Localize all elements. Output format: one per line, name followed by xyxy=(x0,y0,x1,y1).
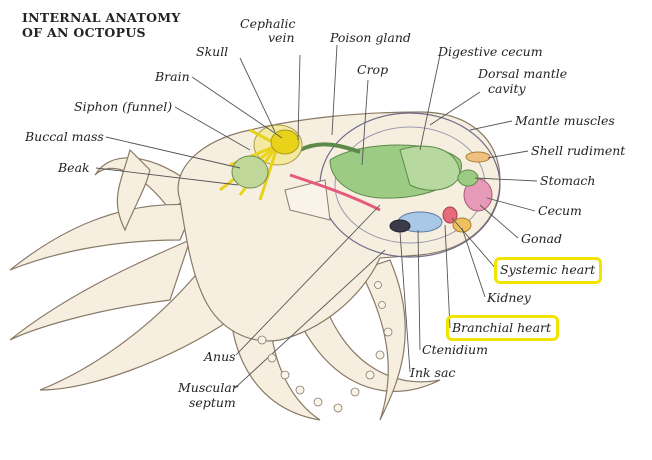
systemic-heart-shape xyxy=(442,206,458,224)
label-skull: Skull xyxy=(196,44,229,59)
ink-sac-shape xyxy=(389,219,411,233)
label-cephalic-vein-2: vein xyxy=(268,30,295,45)
esophagus xyxy=(299,142,361,154)
label-cecum: Cecum xyxy=(538,203,582,218)
leader-lines xyxy=(95,44,538,389)
poison-gland-duct xyxy=(289,173,381,212)
label-branchial-heart: Branchial heart xyxy=(452,320,552,335)
shell-rudiment-shape xyxy=(465,151,491,163)
brain-shape xyxy=(270,129,300,155)
label-systemic-heart: Systemic heart xyxy=(500,262,596,277)
highlight-branchial-heart xyxy=(446,315,559,341)
diagram-title-line1: INTERNAL ANATOMY xyxy=(22,10,181,25)
label-beak: Beak xyxy=(58,160,90,175)
label-muscular-septum-1: Muscular xyxy=(178,380,238,395)
kidney-shape xyxy=(452,217,472,233)
label-stomach: Stomach xyxy=(540,173,596,188)
label-gonad: Gonad xyxy=(521,231,563,246)
label-dorsal-mantle-2: cavity xyxy=(488,81,526,96)
label-muscular-septum-2: septum xyxy=(189,395,236,410)
label-crop: Crop xyxy=(357,62,389,77)
label-dorsal-mantle-1: Dorsal mantle xyxy=(478,66,568,81)
label-anus: Anus xyxy=(204,349,236,364)
label-brain: Brain xyxy=(155,69,190,84)
label-poison-gland: Poison gland xyxy=(330,30,411,45)
label-ctenidium: Ctenidium xyxy=(422,342,488,357)
label-digestive-cecum: Digestive cecum xyxy=(438,44,543,59)
label-cephalic-vein-1: Cephalic xyxy=(240,16,296,31)
label-buccal-mass: Buccal mass xyxy=(25,129,104,144)
buccal-mass-shape xyxy=(231,155,269,189)
highlight-systemic-heart xyxy=(494,257,602,284)
label-shell-rudiment: Shell rudiment xyxy=(531,143,626,158)
arm-suckers xyxy=(257,281,393,413)
diagram-title-line2: OF AN OCTOPUS xyxy=(22,25,146,40)
label-siphon: Siphon (funnel) xyxy=(74,99,173,114)
label-kidney: Kidney xyxy=(487,290,531,305)
label-mantle-muscles: Mantle muscles xyxy=(515,113,615,128)
label-ink-sac: Ink sac xyxy=(410,365,456,380)
